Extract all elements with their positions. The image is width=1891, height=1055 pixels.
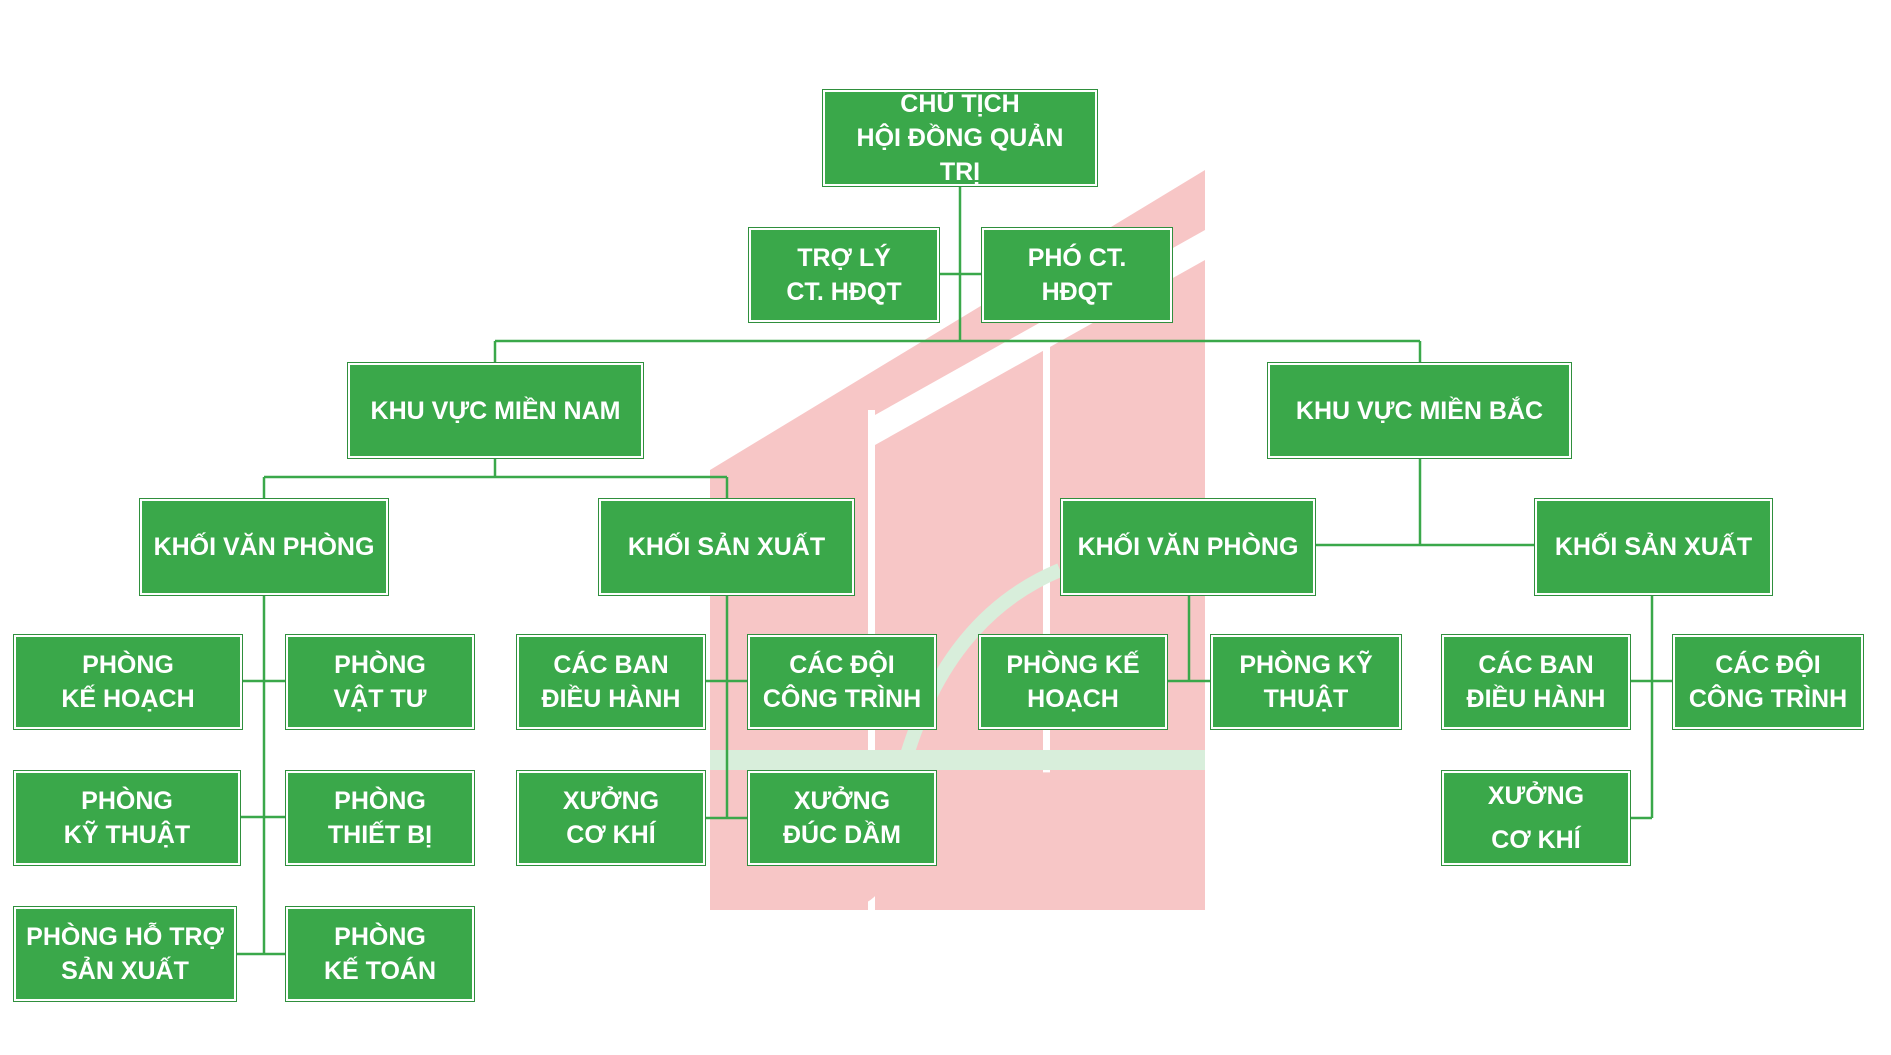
south-dept-box: PHÒNG THIẾT BỊ	[285, 770, 475, 866]
north-region-box: KHU VỰC MIỀN BẮC	[1267, 362, 1572, 459]
north-dept-box: PHÒNG KỸ THUẬT	[1210, 634, 1402, 730]
south-unit-box: XƯỞNG CƠ KHÍ	[516, 770, 706, 866]
vice-chairman-box: PHÓ CT. HĐQT	[981, 227, 1173, 323]
south-region-box: KHU VỰC MIỀN NAM	[347, 362, 644, 459]
south-dept-box: PHÒNG KẾ HOẠCH	[13, 634, 243, 730]
south-dept-box: PHÒNG KỸ THUẬT	[13, 770, 241, 866]
south-dept-box: PHÒNG HỖ TRỢ SẢN XUẤT	[13, 906, 237, 1002]
south-unit-box: CÁC ĐỘI CÔNG TRÌNH	[747, 634, 937, 730]
south-unit-box: XƯỞNG ĐÚC DẦM	[747, 770, 937, 866]
south-office-block-box: KHỐI VĂN PHÒNG	[139, 498, 389, 596]
north-unit-box: CÁC BAN ĐIỀU HÀNH	[1441, 634, 1631, 730]
south-unit-box: CÁC BAN ĐIỀU HÀNH	[516, 634, 706, 730]
north-production-block-box: KHỐI SẢN XUẤT	[1534, 498, 1773, 596]
south-dept-box: PHÒNG VẬT TƯ	[285, 634, 475, 730]
north-dept-box: PHÒNG KẾ HOẠCH	[978, 634, 1168, 730]
south-production-block-box: KHỐI SẢN XUẤT	[598, 498, 855, 596]
assistant-box: TRỢ LÝ CT. HĐQT	[748, 227, 940, 323]
north-unit-box: CÁC ĐỘI CÔNG TRÌNH	[1672, 634, 1864, 730]
south-dept-box: PHÒNG KẾ TOÁN	[285, 906, 475, 1002]
watermark-road-curve	[893, 563, 1063, 782]
chairman-box: CHỦ TỊCH HỘI ĐỒNG QUẢN TRỊ	[822, 89, 1098, 187]
north-office-block-box: KHỐI VĂN PHÒNG	[1060, 498, 1316, 596]
watermark-green-band	[710, 750, 1205, 770]
north-unit-box: XƯỞNG CƠ KHÍ	[1441, 770, 1631, 866]
